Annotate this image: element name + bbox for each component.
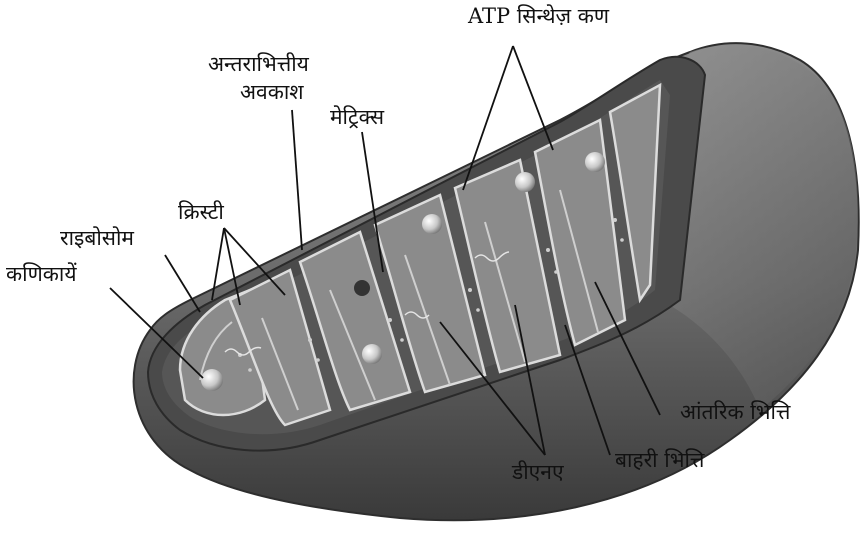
label-intermembrane-space-line1: अन्तराभित्तीय	[208, 52, 309, 76]
label-granules: कणिकायें	[6, 262, 77, 286]
label-dna: डीएनए	[512, 460, 564, 484]
label-atp-synthase: ATP सिन्थेज़ कण	[468, 4, 609, 28]
label-cristae: क्रिस्टी	[178, 200, 224, 224]
label-inner-wall: आंतरिक भित्ति	[680, 400, 790, 424]
label-intermembrane-space-line2: अवकाश	[240, 80, 304, 104]
label-matrix: मेट्रिक्स	[330, 105, 384, 129]
label-ribosome: राइबोसोम	[60, 226, 134, 250]
label-outer-wall: बाहरी भित्ति	[615, 448, 704, 472]
